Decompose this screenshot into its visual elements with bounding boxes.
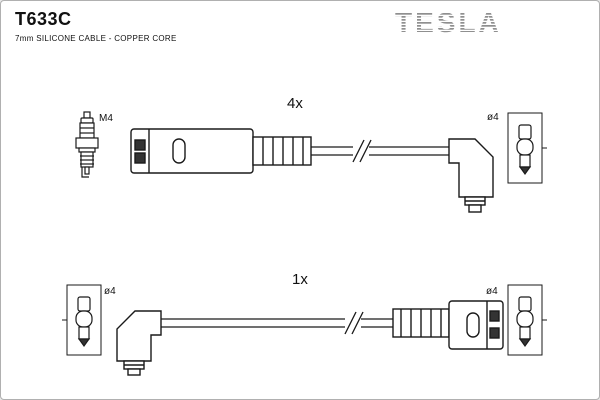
brand-logo: TESLA bbox=[395, 7, 502, 38]
angled-boot-bottom bbox=[116, 310, 162, 376]
straight-boot-bottom bbox=[392, 300, 504, 350]
plug-thread-label: M4 bbox=[99, 113, 113, 124]
terminal-diameter-label-top: ø4 bbox=[487, 112, 499, 123]
terminal-box-bottom-right bbox=[507, 284, 547, 356]
part-number: T633C bbox=[15, 9, 72, 29]
terminal-box-bottom-left bbox=[62, 284, 102, 356]
terminal-diameter-label-bottom-left: ø4 bbox=[104, 286, 116, 297]
cable-top bbox=[311, 139, 449, 163]
angled-boot-top bbox=[448, 138, 494, 213]
straight-boot-top bbox=[130, 128, 312, 174]
terminal-pin-icon bbox=[516, 124, 534, 176]
quantity-label-bottom: 1x bbox=[292, 271, 308, 288]
spark-plug-icon bbox=[75, 111, 99, 178]
terminal-pin-icon bbox=[75, 296, 93, 348]
terminal-diameter-label-bottom-right: ø4 bbox=[486, 286, 498, 297]
terminal-box-top-right bbox=[507, 112, 547, 184]
quantity-label-top: 4x bbox=[287, 95, 303, 112]
cable-spec-subtitle: 7mm SILICONE CABLE - COPPER CORE bbox=[15, 34, 177, 43]
cable-bottom bbox=[161, 311, 393, 335]
terminal-pin-icon bbox=[516, 296, 534, 348]
